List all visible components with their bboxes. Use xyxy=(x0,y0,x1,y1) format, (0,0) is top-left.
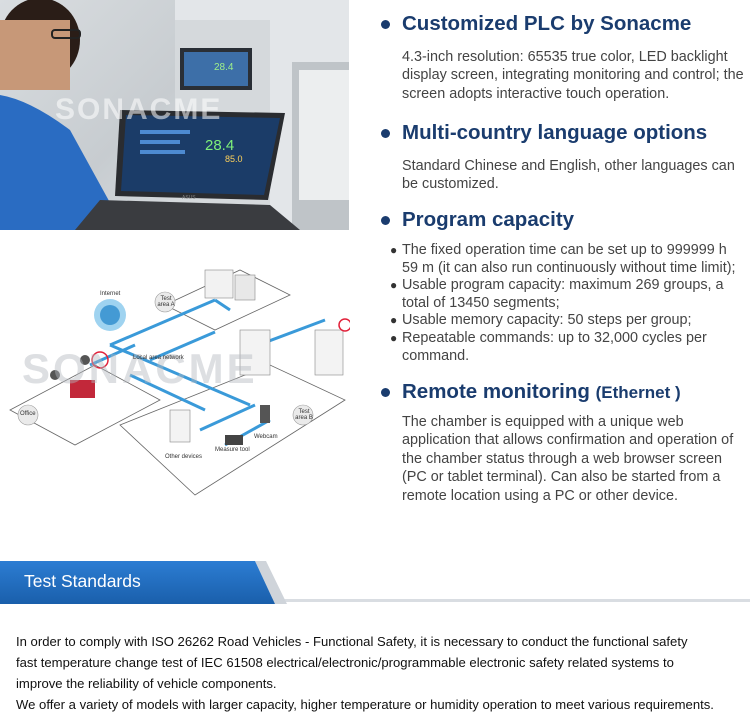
paragraph-line: We offer a variety of models with larger… xyxy=(16,697,714,712)
label-office: Office xyxy=(20,411,36,417)
laptop-chamber-illustration: 28.4 28.4 85.0 ASUS xyxy=(0,0,349,230)
svg-text:ASUS: ASUS xyxy=(182,195,196,201)
label-webcam: Webcam xyxy=(254,434,278,440)
label-lan: Local area network xyxy=(133,355,184,361)
paragraph-line: In order to comply with ISO 26262 Road V… xyxy=(16,634,688,649)
list-item: ●Usable memory capacity: 50 steps per gr… xyxy=(390,312,692,329)
laptop-screen-reading: 28.4 xyxy=(205,137,234,154)
section-banner xyxy=(0,561,275,604)
capacity-list: ●The fixed operation time can be set up … xyxy=(381,242,746,365)
feature-text: 4.3-inch resolution: 65535 true color, L… xyxy=(402,49,744,102)
feature-title: Program capacity xyxy=(402,208,575,231)
svg-text:85.0: 85.0 xyxy=(225,154,243,164)
list-item: ●Repeatable commands: up to 32,000 cycle… xyxy=(390,329,707,364)
feature-title: Remote monitoring (Ethernet ) xyxy=(402,380,681,403)
section-title: Test Standards xyxy=(24,571,141,591)
label-internet: Internet xyxy=(100,291,121,297)
label-measure-tool: Measure tool xyxy=(215,447,250,453)
bullet-icon xyxy=(381,215,390,225)
paragraph-line: improve the reliability of vehicle compo… xyxy=(16,676,277,691)
bullet-icon xyxy=(381,128,390,138)
bullet-icon xyxy=(381,387,390,397)
feature-title: Customized PLC by Sonacme xyxy=(402,12,692,35)
feature-remote-monitoring: Remote monitoring (Ethernet ) The chambe… xyxy=(381,380,746,505)
network-diagram: SONACME Internet Test area A Local area … xyxy=(0,250,352,510)
test-standards-text: In order to comply with ISO 26262 Road V… xyxy=(16,631,746,715)
feature-title: Multi-country language options xyxy=(402,121,708,144)
section-divider xyxy=(0,599,750,602)
list-item: ●The fixed operation time can be set up … xyxy=(390,242,736,276)
network-diagram-graphic xyxy=(9,269,352,496)
list-item: ●Usable program capacity: maximum 269 gr… xyxy=(390,277,724,311)
watermark: SONACME xyxy=(55,93,223,126)
label-test-area-b: Test area B xyxy=(295,409,313,421)
product-photo: 28.4 28.4 85.0 ASUS SONACME xyxy=(0,0,349,230)
paragraph-line: fast temperature change test of IEC 6150… xyxy=(16,655,674,670)
feature-program-capacity: Program capacity ●The fixed operation ti… xyxy=(381,208,746,365)
svg-text:28.4: 28.4 xyxy=(214,62,234,73)
label-test-area-a: Test area A xyxy=(157,296,175,308)
bullet-icon xyxy=(381,19,390,29)
feature-text: The chamber is equipped with a unique we… xyxy=(402,414,734,504)
feature-text: Standard Chinese and English, other lang… xyxy=(402,158,735,193)
feature-plc: Customized PLC by Sonacme 4.3-inch resol… xyxy=(381,12,746,103)
label-other-devices: Other devices xyxy=(165,454,203,460)
diagram-watermark: SONACME xyxy=(22,345,258,392)
feature-languages: Multi-country language options Standard … xyxy=(381,121,746,194)
